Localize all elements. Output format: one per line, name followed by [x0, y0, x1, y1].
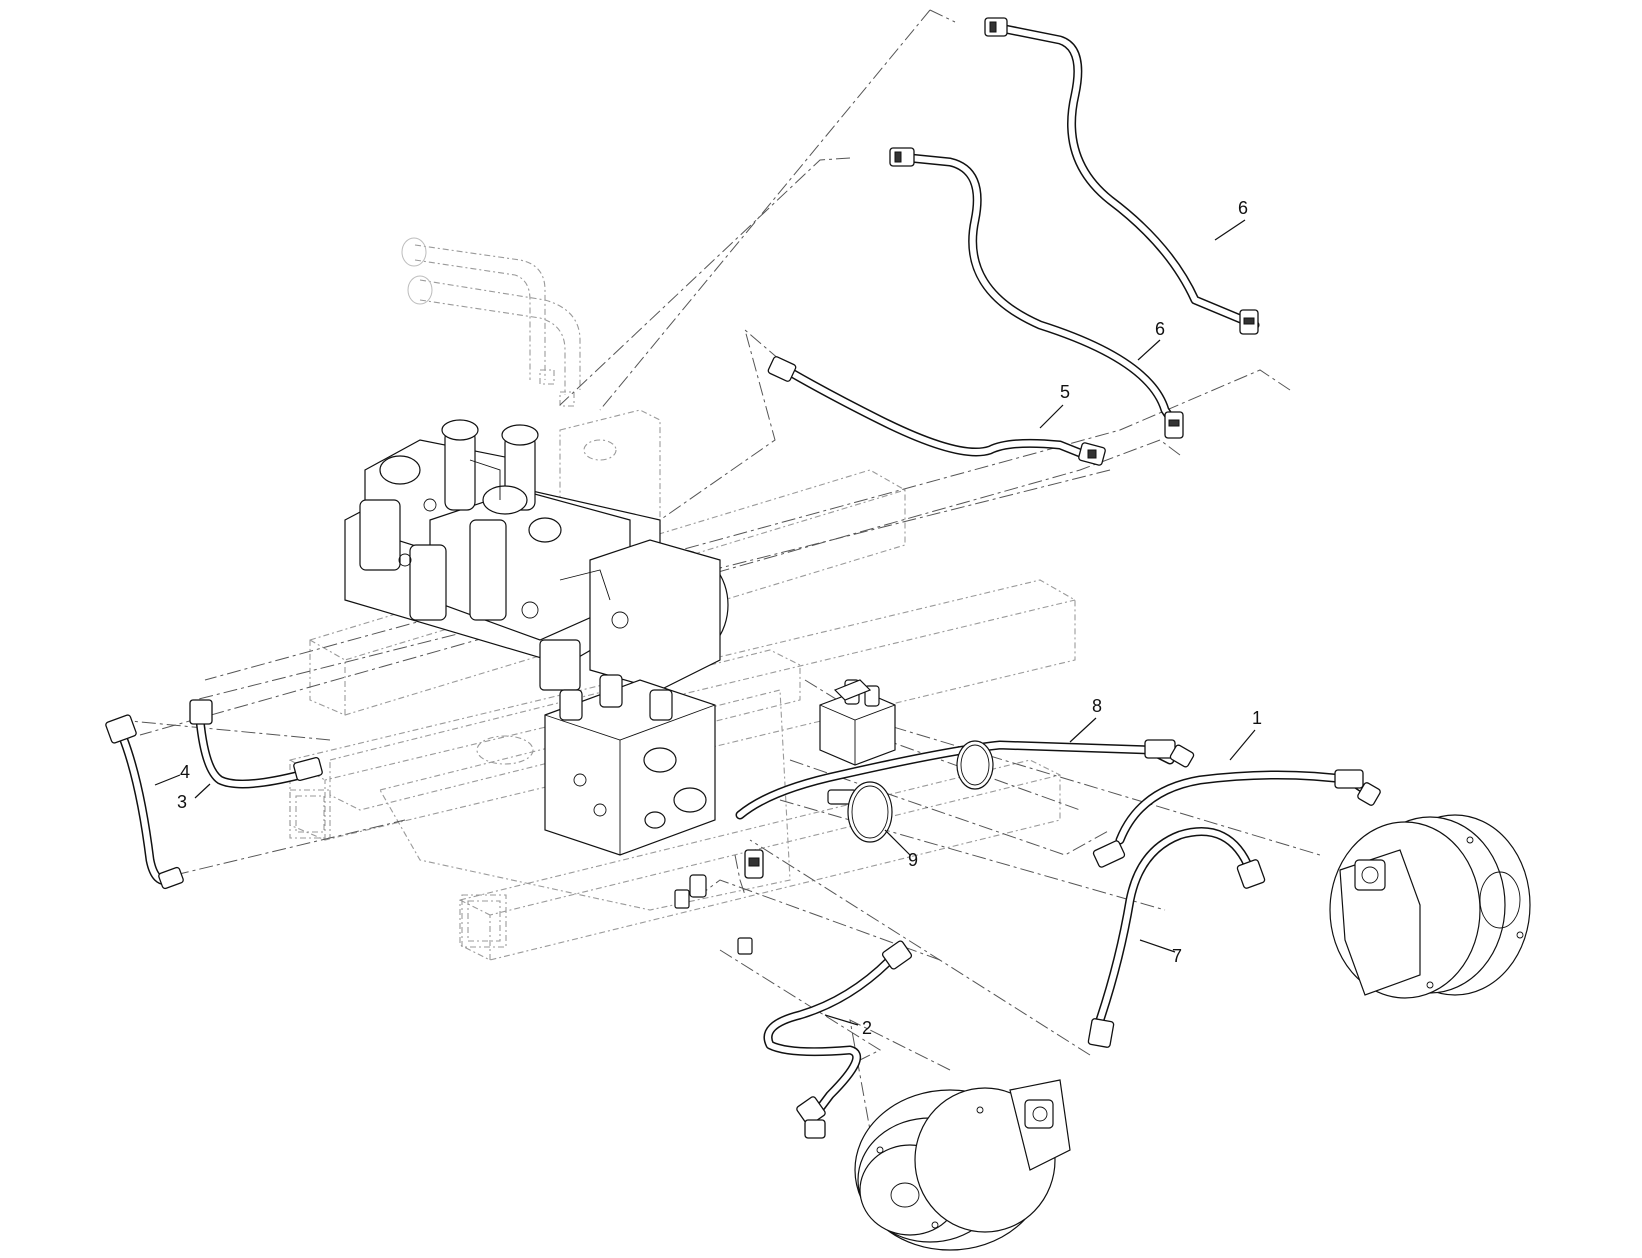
callout-2: 2 [862, 1018, 872, 1038]
hose-2 [763, 940, 913, 1139]
hose-7 [1087, 827, 1266, 1048]
valve-block-right [819, 679, 896, 805]
callout-6-upper: 6 [1238, 198, 1248, 218]
callout-6-lower: 6 [1155, 319, 1165, 339]
callout-3: 3 [177, 792, 187, 812]
callout-5: 5 [1060, 382, 1070, 402]
hose-5 [767, 356, 1106, 466]
hose-6-lower [889, 147, 1184, 439]
callout-7: 7 [1172, 946, 1182, 966]
wheel-drive-motor-left [854, 1079, 1071, 1251]
hose-4 [105, 714, 184, 890]
hose-6-upper [984, 17, 1260, 335]
hydraulic-pump-assembly [344, 419, 729, 691]
clamp-9 [847, 740, 994, 843]
wheel-drive-motor-right [1329, 814, 1531, 999]
assembly-leader-lines [119, 9, 1321, 1131]
valve-manifold [544, 674, 753, 955]
hose-1 [1092, 769, 1381, 868]
callout-4: 4 [180, 762, 190, 782]
callout-9: 9 [908, 850, 918, 870]
callout-1: 1 [1252, 708, 1262, 728]
hose-3 [189, 699, 323, 789]
callout-labels: 6 6 5 4 3 8 1 7 9 2 [177, 198, 1262, 1038]
callout-leaders [154, 219, 1256, 1026]
ghost-tubes [401, 237, 581, 407]
callout-8: 8 [1092, 696, 1102, 716]
